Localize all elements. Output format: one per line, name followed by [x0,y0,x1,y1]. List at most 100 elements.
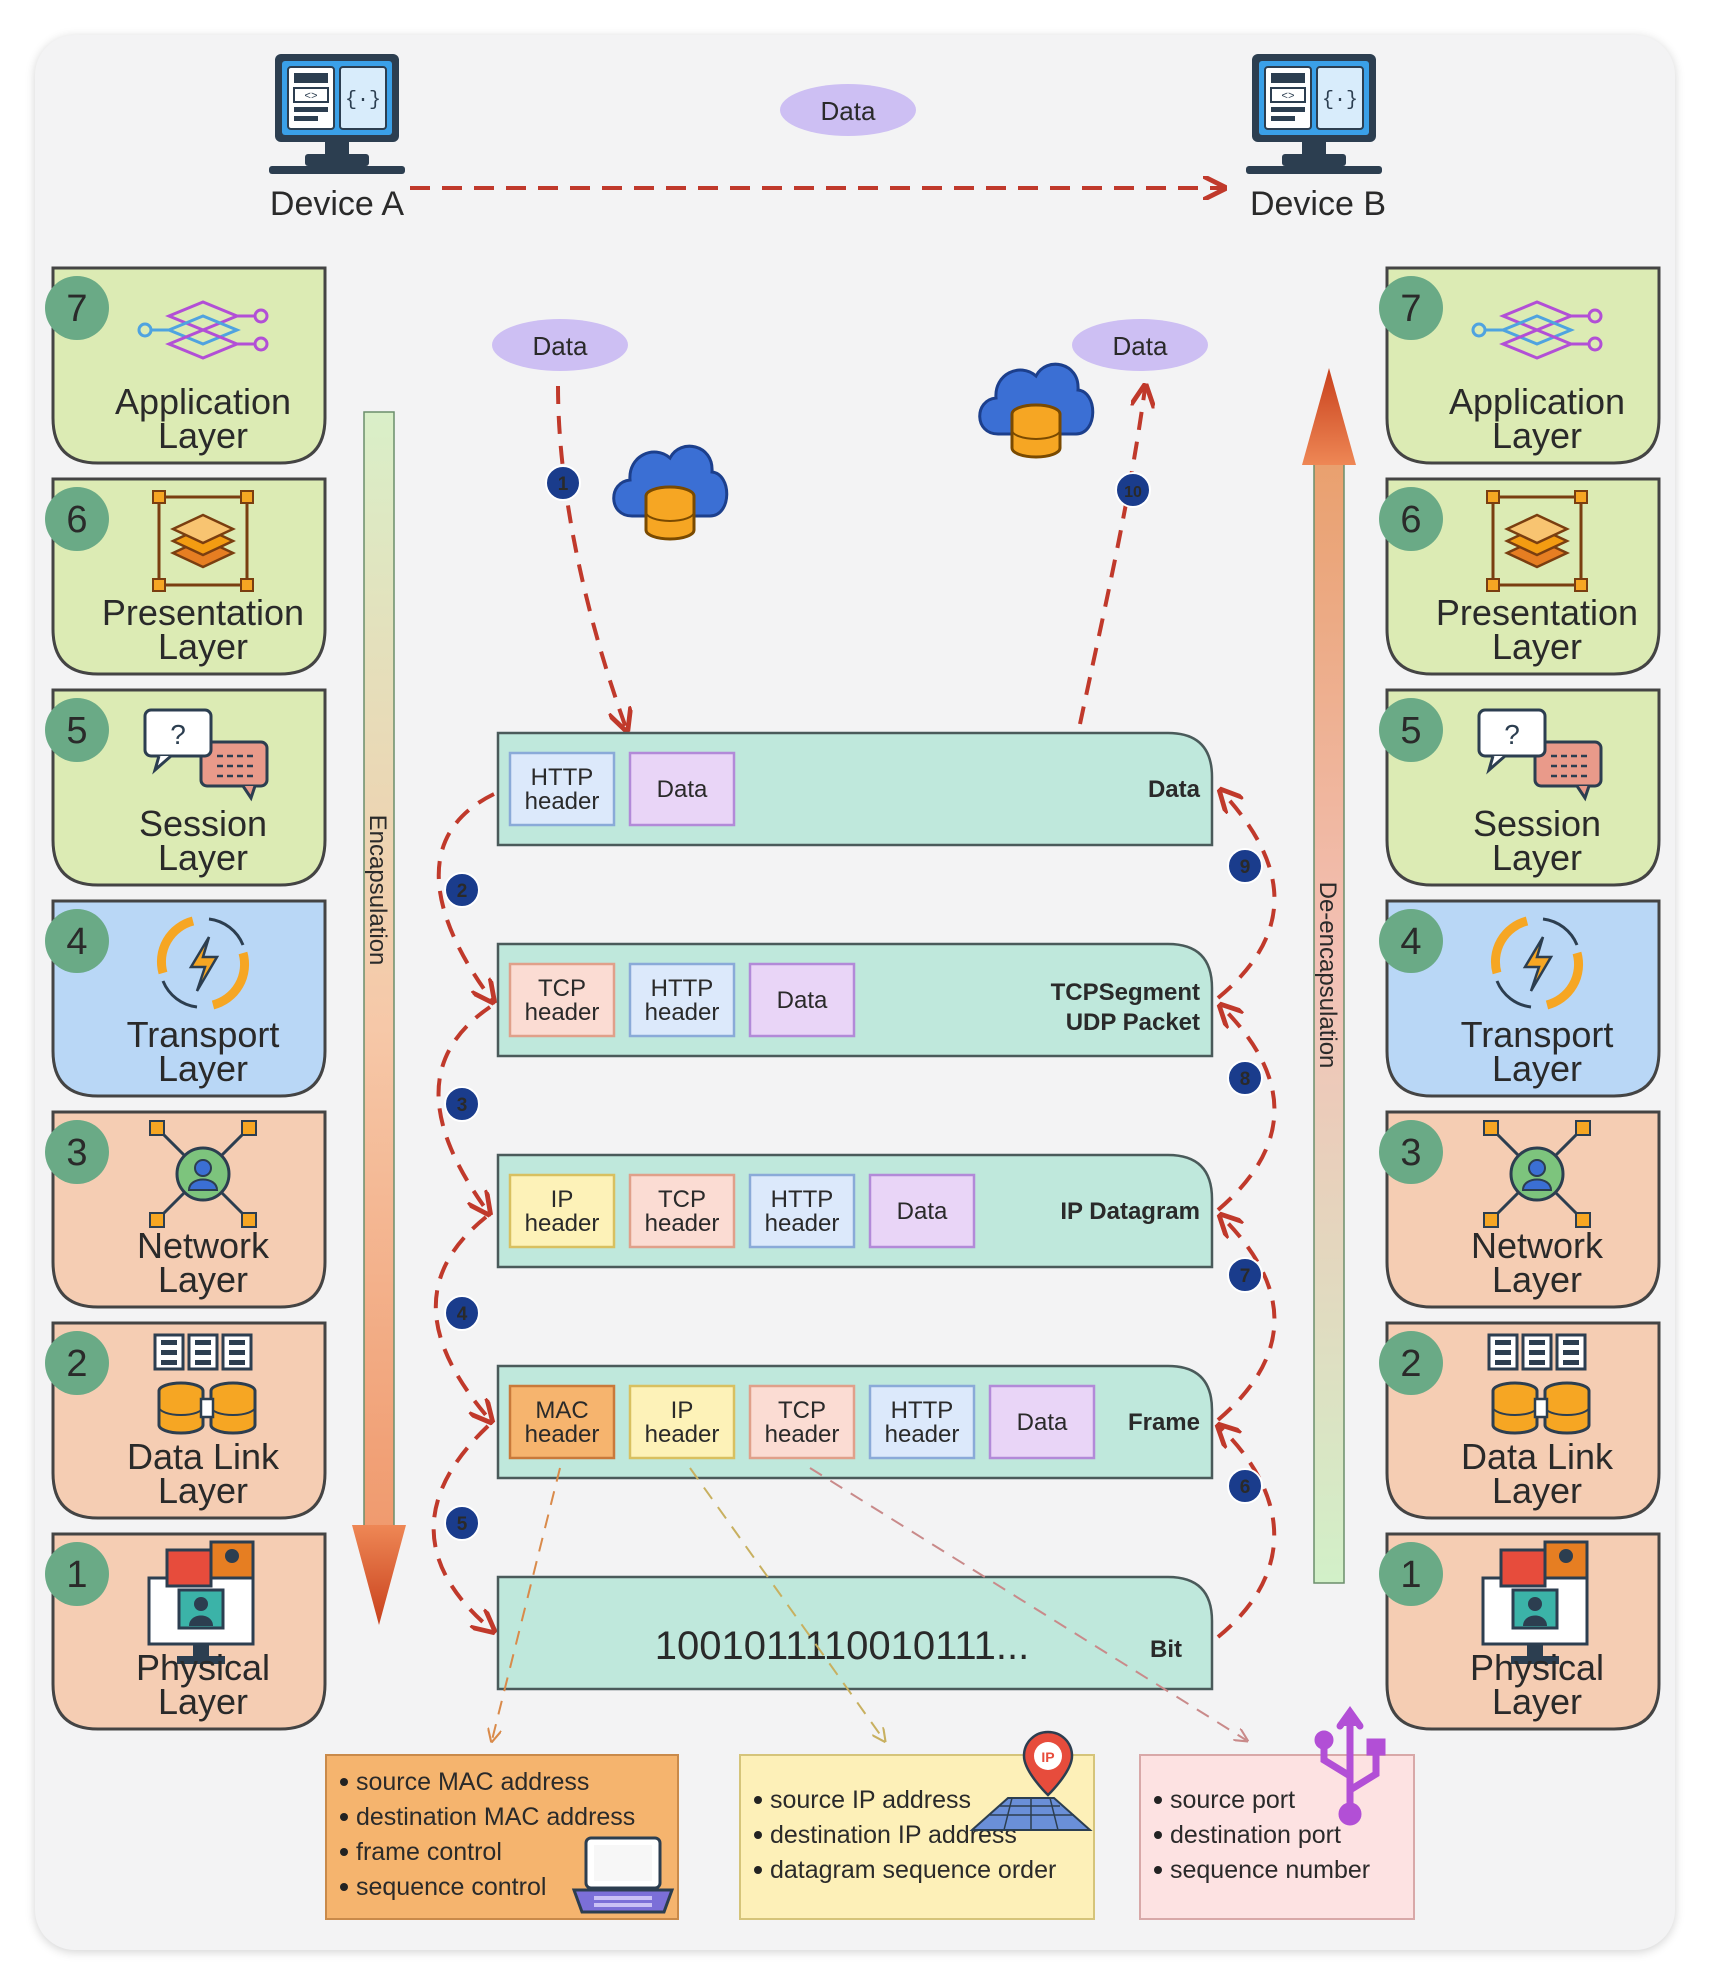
pdu-cell-label: IP [551,1186,574,1213]
device-b: Device B [1245,53,1386,223]
pdu-bar: 1001011110010111...Bit [496,1575,1214,1691]
device-b-label: Device B [1250,185,1386,223]
right-data-label: Data [1113,331,1168,361]
pdu-cell-label: TCP [538,975,586,1002]
info-list-item: datagram sequence order [770,1856,1056,1884]
pdu-name-secondary: UDP Packet [1066,1009,1200,1036]
layer-name-suffix: Layer [158,1048,248,1089]
layer-name-suffix: Layer [1492,1470,1582,1511]
right-osi-stack: 7ApplicationLayer6PresentationLayer5?Ses… [1379,266,1661,1731]
laptop-icon [571,1836,675,1914]
layer-number-badge: 5 [66,710,87,752]
pdu-cell-sublabel: header [525,788,600,815]
layer-name: Network [137,1225,270,1266]
encapsulation-label: Encapsulation [364,815,391,966]
cloud-database-icon [612,444,729,541]
layer-name: Network [1471,1225,1604,1266]
step-number: 2 [457,881,468,902]
bullet-dot [340,1778,348,1786]
layer-name-suffix: Layer [158,837,248,878]
bullet-dot [1154,1796,1162,1804]
info-list-item: destination port [1170,1821,1341,1849]
step-number: 7 [1240,1266,1251,1287]
pdu-cell: Data [748,962,856,1038]
bullet-dot [754,1796,762,1804]
bit-stream: 1001011110010111... [655,1624,1029,1668]
left-osi-stack: 7ApplicationLayer6PresentationLayer5?Ses… [45,266,327,1731]
layer-number-badge: 7 [66,288,87,330]
pdu-cell-label: Data [777,987,828,1014]
layer-number-badge: 3 [1400,1132,1421,1174]
pdu-cell-sublabel: header [645,999,720,1026]
step-number: 5 [457,1514,468,1535]
layer-name-suffix: Layer [1492,1048,1582,1089]
mac-info-box: source MAC address destination MAC addres… [325,1754,679,1920]
network-user-icon [1483,1120,1591,1228]
layer-number-badge: 2 [1400,1343,1421,1385]
computer-icon [1245,53,1383,175]
layers-network-icon [137,300,269,360]
step-badge: 3 [444,1086,480,1122]
database-link-icon [1487,1333,1591,1435]
pdu-cell-label: Data [1017,1409,1068,1436]
pdu-cell-label: HTTP [531,764,594,791]
layer-name-suffix: Layer [158,1259,248,1300]
top-data-label: Data [821,96,876,126]
layer-name-suffix: Layer [1492,1259,1582,1300]
info-list-item: source port [1170,1786,1295,1814]
layer-number-badge: 6 [66,499,87,541]
step-number: 6 [1240,1477,1251,1498]
layer-name-suffix: Layer [1492,415,1582,456]
layer-number-badge: 4 [1400,921,1421,963]
layer-name-suffix: Layer [158,1470,248,1511]
step-badge: 2 [444,872,480,908]
step-badge: 7 [1227,1257,1263,1293]
usb-icon [1314,1705,1386,1826]
database-link-icon [153,1333,257,1435]
layer-name: Physical [1470,1647,1604,1688]
pdu-cell-label: Data [657,776,708,803]
pdu-cell-label: HTTP [891,1397,954,1424]
step-number: 4 [457,1304,468,1325]
stacked-layers-icon [1486,490,1588,592]
pdu-name: Data [1148,776,1201,803]
computer-icon [268,53,406,175]
info-list-item: destination MAC address [356,1803,635,1831]
step-number: 10 [1124,484,1142,501]
video-conference-icon [147,1540,255,1664]
layer-name: Application [115,381,291,422]
pdu-cell: Data [988,1384,1096,1460]
pdu-cell-label: MAC [535,1397,588,1424]
layer-name: Application [1449,381,1625,422]
step-badge: 6 [1227,1468,1263,1504]
step-badge: 8 [1227,1060,1263,1096]
bullet-dot [754,1831,762,1839]
info-list-item: frame control [356,1838,502,1866]
pdu-cell-sublabel: header [765,1210,840,1237]
step-badge: 9 [1227,848,1263,884]
bullet-dot [1154,1866,1162,1874]
info-list-item: source MAC address [356,1768,589,1796]
layer-name-suffix: Layer [158,626,248,667]
layer-name: Data Link [127,1436,280,1477]
